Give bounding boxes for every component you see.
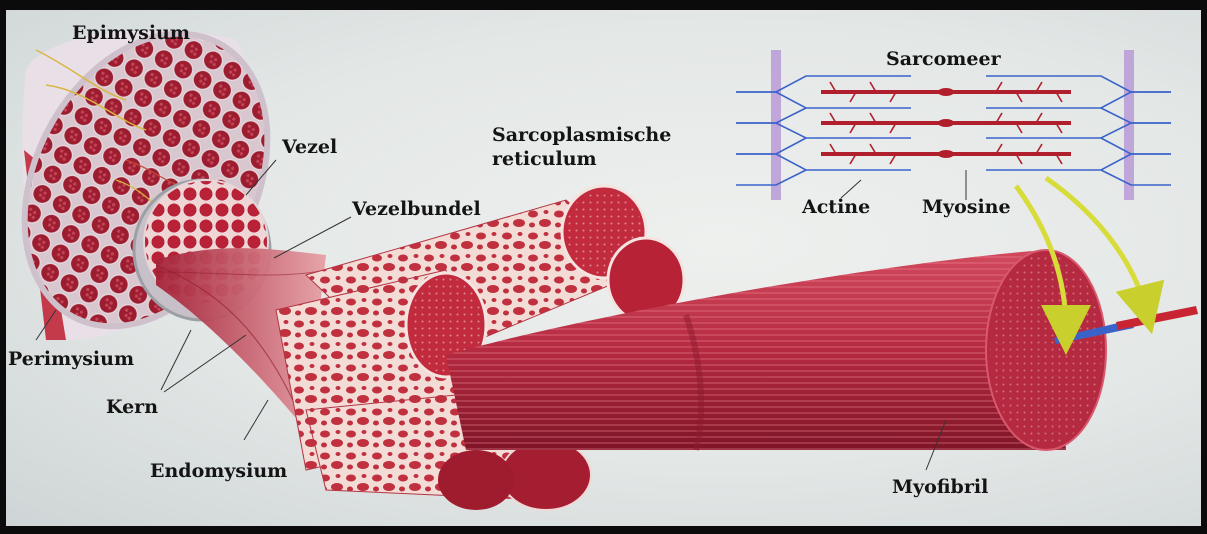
label-sarcoplasmic-line2: reticulum bbox=[492, 148, 597, 170]
anatomy-figure: Epimysium Vezel Vezelbundel Sarcoplasmis… bbox=[6, 10, 1201, 526]
label-kern: Kern bbox=[106, 396, 158, 418]
label-myosine: Myosine bbox=[922, 196, 1011, 218]
label-perimysium: Perimysium bbox=[8, 348, 134, 370]
label-sarcomeer: Sarcomeer bbox=[886, 48, 1001, 70]
label-sarcoplasmic-line1: Sarcoplasmische bbox=[492, 124, 671, 146]
label-epimysium: Epimysium bbox=[72, 22, 190, 44]
muscle-anatomy-illustration bbox=[6, 10, 1201, 526]
label-vezelbundel: Vezelbundel bbox=[352, 198, 481, 220]
sarcomere-diagram bbox=[736, 50, 1171, 200]
label-endomysium: Endomysium bbox=[150, 460, 287, 482]
label-actine: Actine bbox=[802, 196, 870, 218]
label-vezel: Vezel bbox=[282, 136, 337, 158]
label-myofibril: Myofibril bbox=[892, 476, 988, 498]
